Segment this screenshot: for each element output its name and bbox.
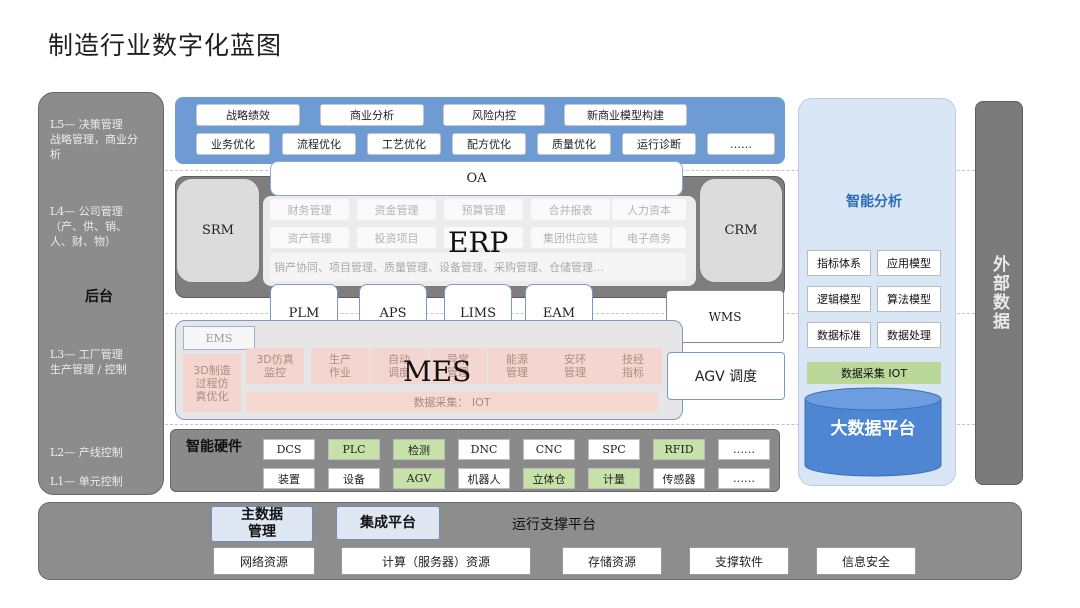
hardware-item: 传感器	[653, 468, 705, 489]
decision-item: 风险内控	[443, 104, 545, 126]
erp-module: 人力资本	[612, 199, 686, 220]
erp-module: 合并报表	[531, 199, 610, 220]
mes-module: 异常 管理	[429, 348, 487, 384]
resource-box: 存储资源	[562, 547, 662, 575]
hardware-label: 智能硬件	[186, 439, 242, 455]
layer-l3-label: L3— 工厂管理 生产管理 / 控制	[50, 348, 127, 376]
resource-box: 信息安全	[816, 547, 916, 575]
oa-box: OA	[270, 161, 683, 196]
ems-box: EMS	[183, 326, 255, 350]
analysis-item: 数据标准	[807, 322, 871, 348]
erp-label: ERP	[448, 226, 509, 259]
hardware-item: AGV	[393, 468, 445, 489]
layer-l2-label: L2— 产线控制	[50, 446, 123, 459]
agv-dispatch-box: AGV 调度	[667, 352, 785, 400]
big-data-platform-label: 大数据平台	[830, 418, 916, 439]
erp-module	[444, 227, 523, 248]
hardware-item: 装置	[263, 468, 315, 489]
master-data-box: 主数据 管理	[211, 506, 313, 542]
wms-box: WMS	[666, 290, 784, 343]
hardware-item: 立体仓	[523, 468, 575, 489]
hardware-item: 检测	[393, 439, 445, 460]
hardware-item: 机器人	[458, 468, 510, 489]
mes-module: 3D制造 过程仿 真优化	[183, 354, 241, 412]
decision-item: 新商业模型构建	[564, 104, 687, 126]
crm-box: CRM	[699, 178, 783, 283]
erp-module: 集团供应链	[531, 227, 610, 248]
decision-item: 战略绩效	[196, 104, 300, 126]
integration-platform-box: 集成平台	[336, 506, 440, 540]
mes-data-acquisition: 数据采集： IOT	[246, 392, 658, 412]
hardware-item: RFID	[653, 439, 705, 460]
mes-module: 自动 调度	[370, 348, 428, 384]
layer-l5-label: L5— 决策管理 战略管理，商业分 析	[50, 118, 138, 161]
mes-module: 技经 指标	[604, 348, 662, 384]
decision-item: 业务优化	[196, 133, 270, 155]
hardware-item: DCS	[263, 439, 315, 460]
external-data-label: 外部数据	[989, 255, 1009, 331]
decision-item: 商业分析	[320, 104, 424, 126]
mes-module: 能源 管理	[488, 348, 546, 384]
support-platform-label: 运行支撑平台	[512, 517, 596, 533]
analysis-item: 指标体系	[807, 250, 871, 276]
analysis-item: 数据处理	[877, 322, 941, 348]
decision-item: 工艺优化	[367, 133, 441, 155]
erp-module: 电子商务	[612, 227, 686, 248]
layer-column	[38, 92, 164, 495]
mes-module: 安环 管理	[546, 348, 604, 384]
iot-acquisition-bar: 数据采集 IOT	[807, 362, 941, 384]
analysis-item: 应用模型	[877, 250, 941, 276]
hardware-item: ……	[718, 468, 770, 489]
hardware-item: CNC	[523, 439, 575, 460]
database-icon	[804, 387, 942, 477]
mes-module: 生产 作业	[311, 348, 369, 384]
erp-business-row: 销产协同、项目管理、质量管理、设备管理、采购管理、仓储管理…	[270, 253, 686, 281]
hardware-item: PLC	[328, 439, 380, 460]
analysis-item: 算法模型	[877, 286, 941, 312]
hardware-item: ……	[718, 439, 770, 460]
page-title: 制造行业数字化蓝图	[48, 31, 283, 60]
layer-l1-label: L1— 单元控制	[50, 475, 123, 488]
external-data-column: 外部数据	[975, 101, 1023, 485]
decision-item: 配方优化	[452, 133, 526, 155]
decision-item: 流程优化	[282, 133, 356, 155]
analysis-title: 智能分析	[846, 194, 902, 210]
erp-module: 投资项目	[357, 227, 436, 248]
resource-box: 网络资源	[213, 547, 315, 575]
decision-item: 运行诊断	[622, 133, 696, 155]
erp-module: 财务管理	[270, 199, 349, 220]
hardware-item: 设备	[328, 468, 380, 489]
backend-label: 后台	[85, 289, 113, 305]
erp-module: 资产管理	[270, 227, 349, 248]
layer-divider	[165, 424, 975, 425]
decision-item: 质量优化	[537, 133, 611, 155]
resource-box: 计算（服务器）资源	[341, 547, 531, 575]
mes-module: 3D仿真 监控	[246, 348, 304, 384]
srm-box: SRM	[176, 178, 260, 283]
resource-box: 支撑软件	[689, 547, 789, 575]
hardware-item: 计量	[588, 468, 640, 489]
erp-module: 预算管理	[444, 199, 523, 220]
decision-item: ……	[707, 133, 775, 155]
hardware-item: SPC	[588, 439, 640, 460]
mes-label: MES	[403, 355, 472, 388]
layer-l4-label: L4— 公司管理 （产、供、销、 人、财、物）	[50, 205, 127, 248]
hardware-item: DNC	[458, 439, 510, 460]
erp-module: 资金管理	[357, 199, 436, 220]
analysis-item: 逻辑模型	[807, 286, 871, 312]
